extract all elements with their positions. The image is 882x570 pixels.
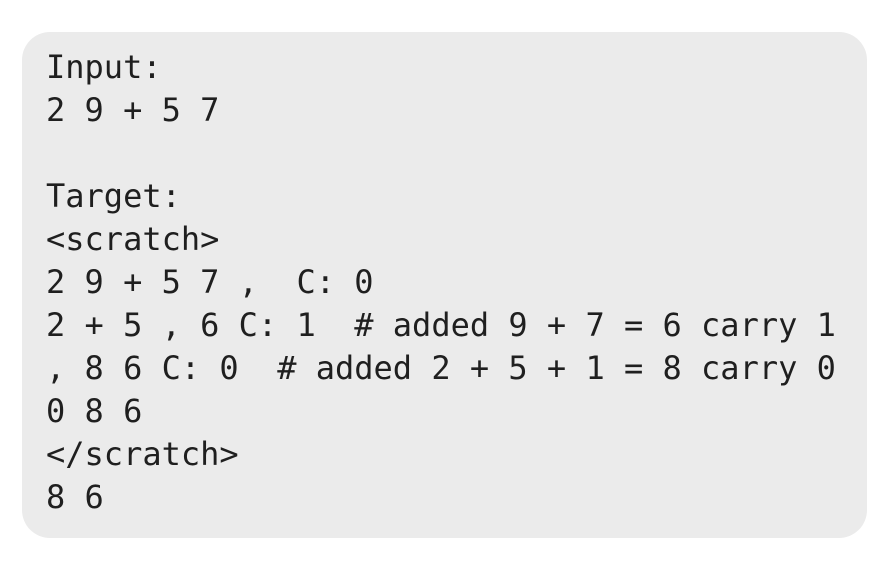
scratch-close-tag: </scratch>	[46, 435, 239, 473]
scratchpad-example-panel: Input: 2 9 + 5 7 Target: <scratch> 2 9 +…	[22, 32, 867, 538]
input-value: 2 9 + 5 7	[46, 91, 220, 129]
blank-line	[46, 132, 867, 175]
scratch-open-tag: <scratch>	[46, 220, 220, 258]
scratch-step-4: 0 8 6	[46, 392, 143, 430]
scratch-step-3: , 8 6 C: 0 # added 2 + 5 + 1 = 8 carry 0	[46, 349, 836, 387]
scratch-step-1: 2 9 + 5 7 , C: 0	[46, 263, 374, 301]
scratch-step-2: 2 + 5 , 6 C: 1 # added 9 + 7 = 6 carry 1	[46, 306, 836, 344]
input-label: Input:	[46, 48, 162, 86]
target-label: Target:	[46, 177, 181, 215]
final-answer: 8 6	[46, 478, 104, 516]
